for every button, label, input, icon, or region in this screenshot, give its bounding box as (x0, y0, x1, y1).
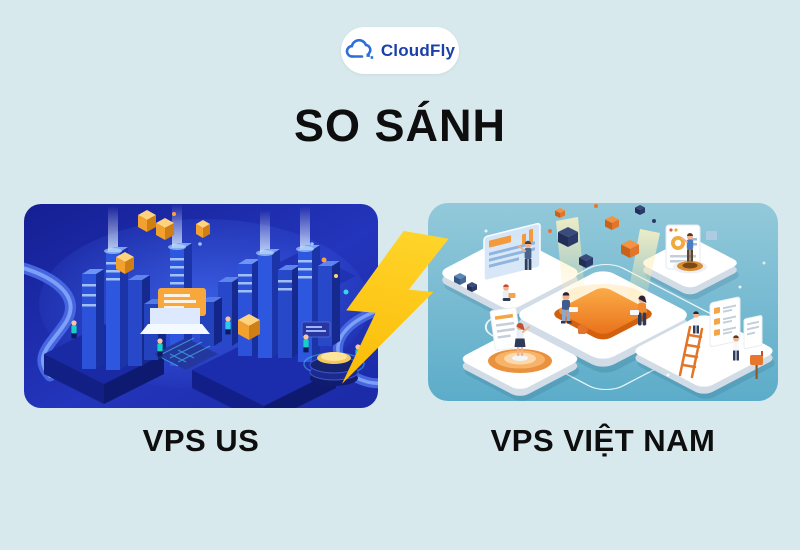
page-title: SO SÁNH (293, 100, 507, 151)
vps-us-illustration (24, 204, 378, 408)
cloudfly-logo: CloudFly (341, 27, 459, 74)
cloudfly-logo-text: CloudFly (380, 40, 456, 60)
caption-vps-us: VPS US (142, 423, 260, 458)
caption-vps-vietnam: VPS VIỆT NAM (490, 423, 716, 458)
vps-vietnam-illustration (428, 203, 778, 401)
cloud-icon (345, 38, 375, 63)
